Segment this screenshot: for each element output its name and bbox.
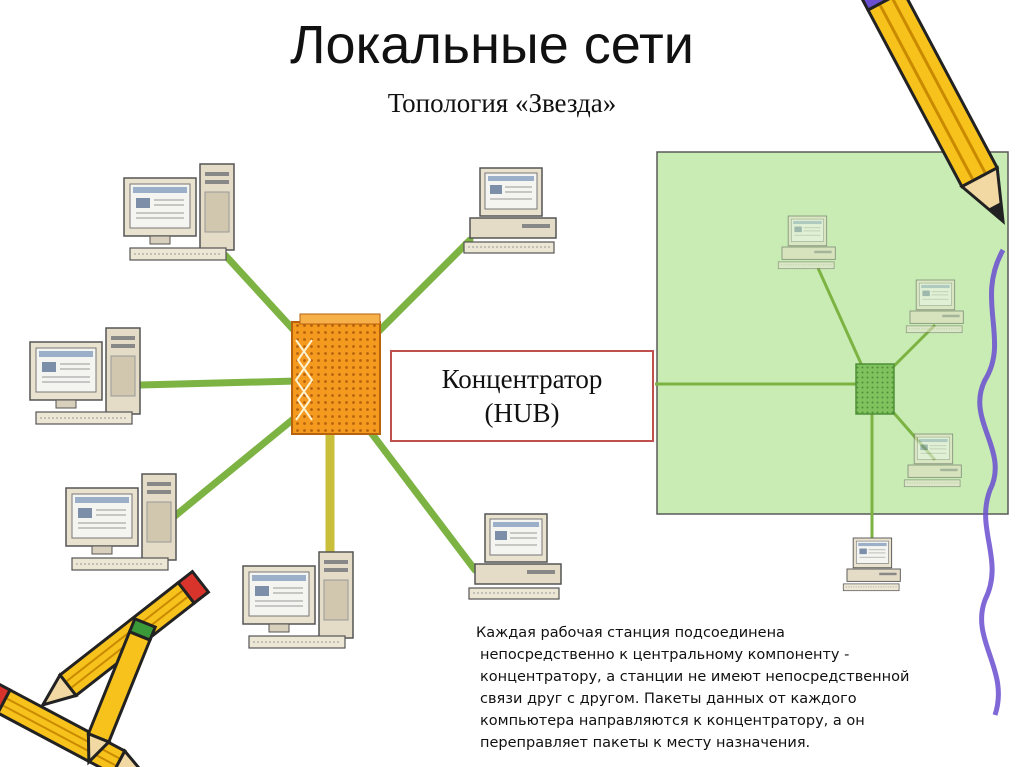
computer-top-left (123, 163, 235, 261)
decorative-wave (977, 248, 1006, 716)
description-line: Каждая рабочая станция подсоединена (476, 625, 785, 641)
computer-top-right (463, 167, 557, 254)
computer-bottom (242, 551, 354, 649)
page-subtitle: Топология «Звезда» (387, 88, 617, 118)
pencil-icon-top-right (857, 0, 1005, 225)
description-line: компьютера направляются к концентратору,… (480, 713, 865, 729)
inset-computer-4 (842, 537, 901, 592)
description-line: связи друг с другом. Пакеты данных от ка… (480, 691, 857, 707)
description-line: переправляет пакеты к месту назначения. (480, 735, 811, 751)
hub-device (291, 313, 381, 435)
computer-left (29, 327, 141, 425)
description-line: концентратору, а станции не имеют непоср… (480, 669, 910, 685)
hub-label-line2: (HUB) (484, 398, 560, 428)
pencil-icon-bottom-left-3 (86, 616, 158, 766)
computer-bottom-right (468, 513, 562, 600)
page-title: Локальные сети (290, 15, 694, 75)
computer-bottom-left (65, 473, 177, 571)
description-line: непосредственно к центральному компонент… (480, 647, 850, 663)
inset-hub-device (855, 363, 895, 415)
description-text: Каждая рабочая станция подсоединена непо… (470, 622, 1018, 754)
hub-label: Концентратор (HUB) (390, 350, 654, 442)
hub-label-line1: Концентратор (441, 364, 603, 394)
